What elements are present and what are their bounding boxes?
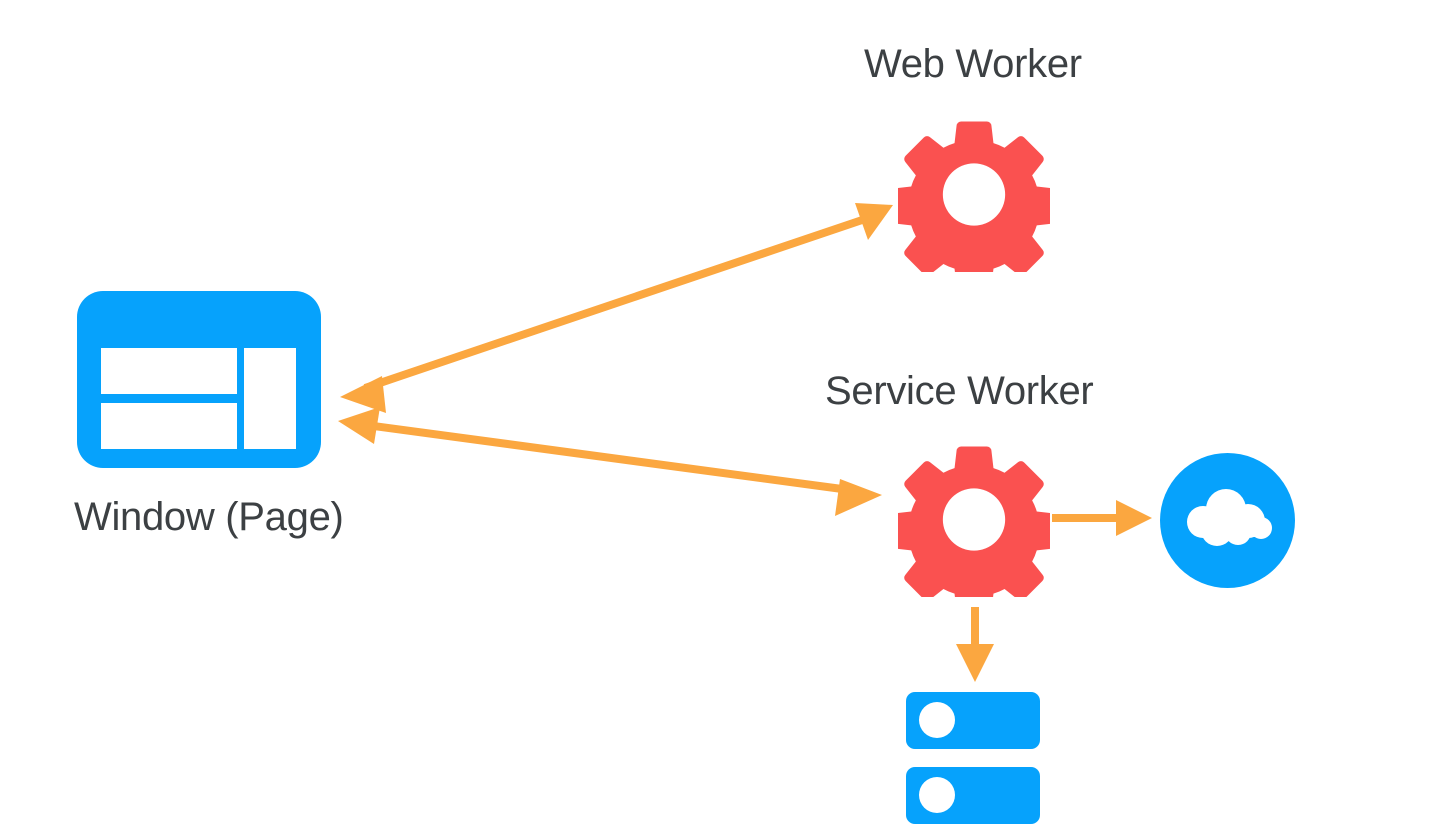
connector-service-worker-cache: [956, 607, 994, 682]
gear-icon: [889, 442, 1059, 616]
gear-icon: [889, 117, 1059, 291]
database-icon: [906, 692, 1044, 825]
node-label-web-worker: Web Worker: [864, 42, 1082, 86]
connector-window-service-worker: [338, 407, 882, 516]
cloud-icon: [1160, 453, 1295, 588]
node-label-service-worker: Service Worker: [825, 369, 1094, 413]
node-label-window: Window (Page): [74, 495, 344, 539]
connector-service-worker-network: [1052, 500, 1152, 536]
browser-window-icon: [77, 291, 321, 468]
connector-window-web-worker: [340, 203, 893, 413]
